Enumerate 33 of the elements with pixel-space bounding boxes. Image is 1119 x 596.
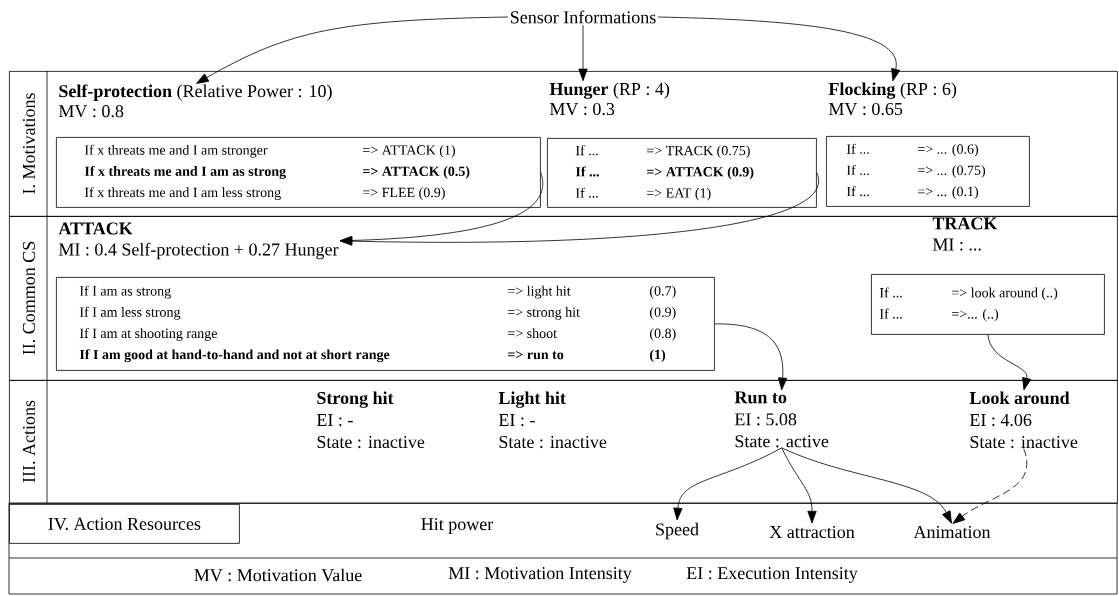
rule-table: If ... => look around (..) If ... =>... (..) [871, 274, 1105, 335]
rule-table: If x threats me and I am stronger => ATTACK (1) If x threats me and I am as strong => ATTACK (0.5) If x threats me and I am less strong => FLEE (0.9) [56, 137, 541, 208]
text-label: Hit power [421, 518, 494, 534]
text-label: Speed [656, 522, 699, 540]
heading-text: Look around EI : 4.06 State : inactive [969, 391, 1078, 449]
rule-table: If ... => ... (0.6) If ... => ... (0.75) If ... => ... (0.1) [826, 136, 1030, 207]
arrow [952, 448, 1028, 524]
heading-text: Run to EI : 5.08 State : active [734, 391, 829, 448]
abbreviation-note: EI : Execution Intensity [686, 567, 858, 583]
heading-text: Hunger (RP : 4) MV : 0.3 [549, 82, 670, 116]
text-label: Animation [913, 525, 991, 539]
arrow [196, 16, 509, 84]
abbreviation-note: MV : Motivation Value [194, 568, 362, 582]
arrow [578, 24, 588, 82]
rule-table: If ... => TRACK (0.75) If ... => ATTACK (0.9) If ... => EAT (1) [547, 138, 817, 208]
heading-text: ATTACK MI : 0.4 Self-protection + 0.27 Hunger [58, 222, 339, 260]
heading-text: Light hit EI : - State : inactive [498, 391, 607, 449]
arrow [714, 323, 788, 391]
heading-text: TRACK MI : ... [932, 217, 998, 251]
layer-box: IV. Action Resources [9, 504, 240, 544]
arrow [987, 334, 1032, 391]
text-label: Sensor Informations [511, 10, 656, 24]
arrow [657, 16, 901, 82]
arrow [781, 447, 817, 524]
arrow [339, 172, 819, 246]
arrow [781, 447, 952, 524]
text-label: X attraction [769, 525, 855, 539]
heading-text: Flocking (RP : 6) MV : 0.65 [828, 82, 957, 116]
rule-table: If I am as strong => light hit (0.7) If I am less strong => strong hit (0.9) If I am at shooting range => shoot (0.8) If I am good at hand-to-hand and not at short range => run to (1) [56, 277, 715, 371]
arrow [673, 447, 783, 521]
heading-text: Self-protection (Relative Power : 10) MV : 0.8 [58, 84, 332, 118]
heading-text: Strong hit EI : - State : inactive [316, 391, 425, 449]
abbreviation-note: MI : Motivation Intensity [448, 567, 632, 583]
